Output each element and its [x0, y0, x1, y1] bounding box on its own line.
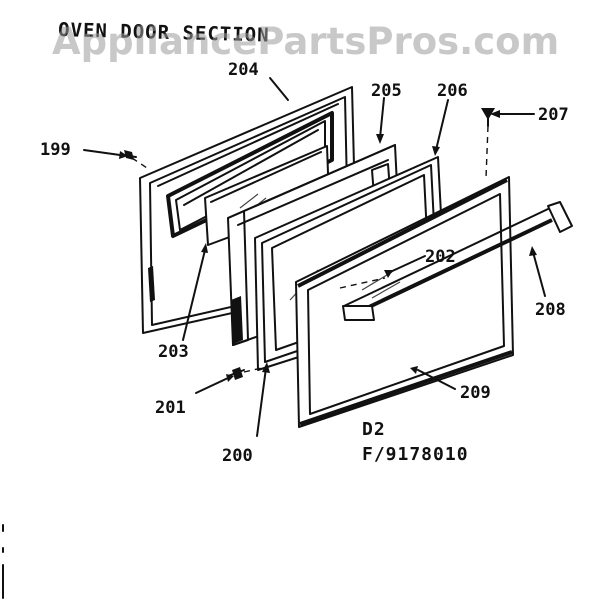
- figure-reference: F/9178010: [362, 444, 469, 465]
- callout-207: 207: [538, 105, 569, 125]
- part-209-outer-door-frame: [295, 176, 514, 428]
- callout-202: 202: [425, 247, 456, 267]
- leader-lines: [83, 77, 546, 437]
- callout-206: 206: [437, 81, 468, 101]
- callout-205: 205: [371, 81, 402, 101]
- callout-200: 200: [222, 446, 253, 466]
- callout-209: 209: [460, 383, 491, 403]
- callout-208: 208: [535, 300, 566, 320]
- watermark-text: AppliancePartsPros.com: [52, 20, 559, 63]
- callout-199: 199: [40, 140, 71, 160]
- callout-201: 201: [155, 398, 186, 418]
- alignment-lines: [131, 125, 489, 373]
- callout-204: 204: [228, 60, 259, 80]
- screw-207: [481, 108, 495, 127]
- screw-201: [227, 367, 245, 380]
- callout-203: 203: [158, 342, 189, 362]
- part-208-door-handle: [342, 201, 573, 321]
- model-reference: D2: [362, 419, 386, 440]
